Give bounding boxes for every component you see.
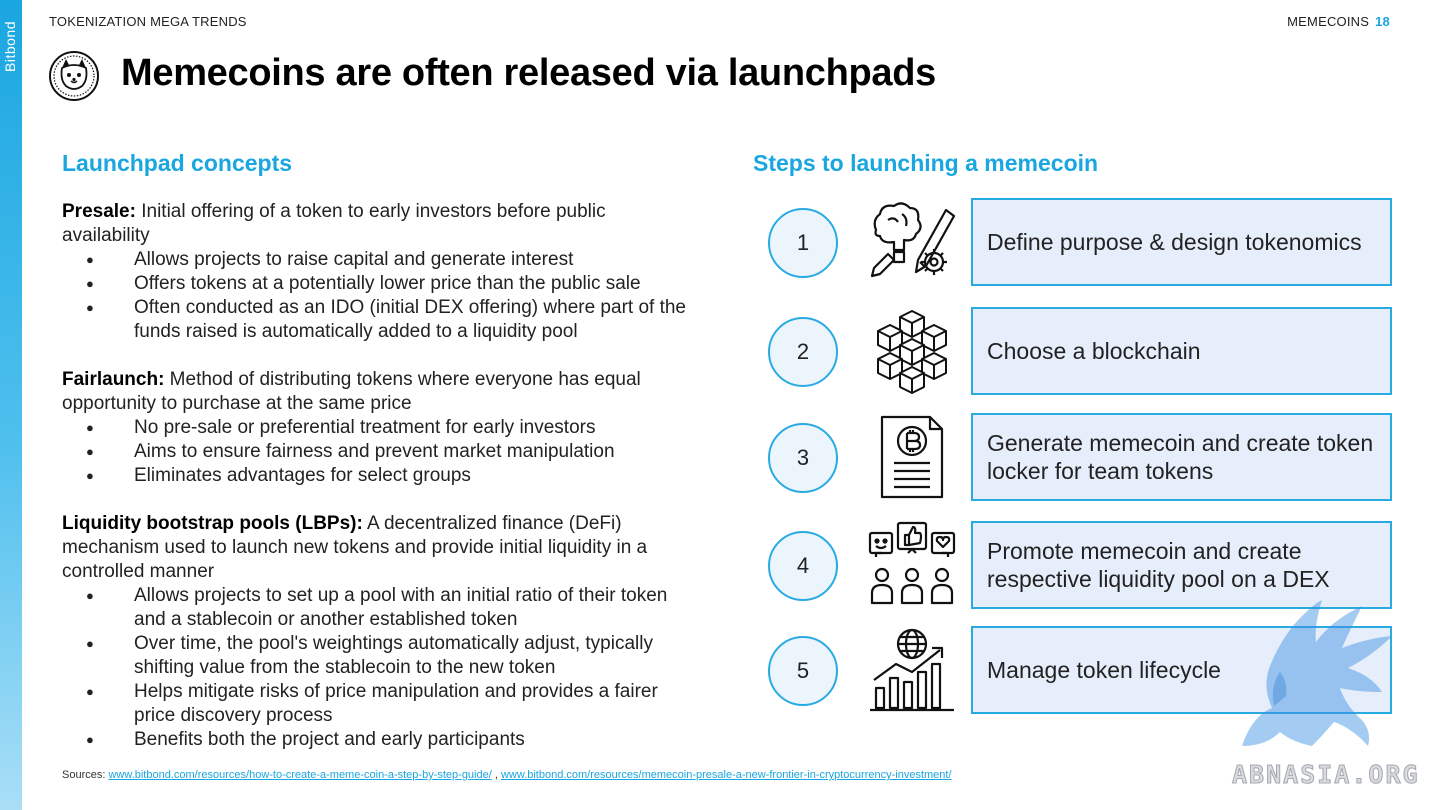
- watermark-text: ABNASIA.ORG: [1232, 760, 1420, 790]
- blockchain-cubes-icon: [877, 310, 947, 394]
- steps-heading: Steps to launching a memecoin: [753, 150, 1099, 176]
- list-item: Often conducted as an IDO (initial DEX o…: [86, 296, 692, 344]
- sources-footnote: Sources: www.bitbond.com/resources/how-t…: [62, 769, 952, 781]
- list-item: Benefits both the project and early part…: [86, 728, 692, 752]
- list-item: Helps mitigate risks of price manipulati…: [86, 680, 692, 728]
- launchpad-concepts-heading: Launchpad concepts: [62, 150, 293, 176]
- step-number-circle: 1: [768, 208, 838, 278]
- globe-growth-chart-icon: [870, 628, 954, 712]
- page-number: 18: [1375, 14, 1390, 29]
- brain-pencil-gear-icon: [870, 202, 956, 278]
- step-5: 5 Manage token lifecycle: [768, 626, 1392, 714]
- bitcoin-document-icon: [880, 415, 944, 499]
- page-title: Memecoins are often released via launchp…: [121, 52, 936, 94]
- presale-term: Presale:: [62, 201, 136, 222]
- lbp-definition: Liquidity bootstrap pools (LBPs): A dece…: [62, 512, 692, 584]
- fairlaunch-definition: Fairlaunch: Method of distributing token…: [62, 368, 692, 416]
- step-label: Promote memecoin and create respective l…: [971, 521, 1392, 609]
- fairlaunch-text: Method of distributing tokens where ever…: [62, 369, 641, 414]
- source-link-2[interactable]: www.bitbond.com/resources/memecoin-presa…: [500, 769, 952, 781]
- list-item: Allows projects to set up a pool with an…: [86, 584, 692, 632]
- brand-logo-text: Bitbond: [2, 21, 18, 72]
- community-feedback-icon: [868, 521, 956, 605]
- fairlaunch-bullets: No pre-sale or preferential treatment fo…: [86, 416, 692, 488]
- list-item: Allows projects to raise capital and gen…: [86, 248, 692, 272]
- brand-sidebar: Bitbond: [0, 0, 22, 810]
- presale-definition: Presale: Initial offering of a token to …: [62, 200, 692, 248]
- step-label: Manage token lifecycle: [971, 626, 1392, 714]
- sources-separator: ,: [491, 769, 501, 781]
- sources-label: Sources:: [62, 769, 109, 781]
- step-label: Choose a blockchain: [971, 307, 1392, 395]
- step-label: Generate memecoin and create token locke…: [971, 413, 1392, 501]
- source-link-1[interactable]: www.bitbond.com/resources/how-to-create-…: [108, 769, 492, 781]
- presale-text: Initial offering of a token to early inv…: [62, 201, 606, 246]
- lbp-term: Liquidity bootstrap pools (LBPs):: [62, 513, 363, 534]
- presale-bullets: Allows projects to raise capital and gen…: [86, 248, 692, 344]
- list-item: Offers tokens at a potentially lower pri…: [86, 272, 692, 296]
- list-item: Aims to ensure fairness and prevent mark…: [86, 440, 692, 464]
- fairlaunch-term: Fairlaunch:: [62, 369, 165, 390]
- list-item: No pre-sale or preferential treatment fo…: [86, 416, 692, 440]
- step-number-circle: 4: [768, 531, 838, 601]
- section-label: TOKENIZATION MEGA TRENDS: [49, 14, 247, 29]
- step-label: Define purpose & design tokenomics: [971, 198, 1392, 286]
- step-2: 2 Choose a blockchain: [768, 307, 1392, 395]
- concepts-body: Presale: Initial offering of a token to …: [62, 200, 692, 752]
- griffin-watermark-icon: [1242, 600, 1392, 746]
- list-item: Eliminates advantages for select groups: [86, 464, 692, 488]
- step-4: 4 Promote memecoin and create respective…: [768, 521, 1392, 609]
- lbp-text: A decentralized finance (DeFi) mechanism…: [62, 513, 648, 582]
- shiba-inu-coin-icon: [49, 51, 99, 101]
- step-1: 1 Define purpose & design tokenomics: [768, 198, 1392, 286]
- topic-label: MEMECOINS: [1287, 14, 1370, 29]
- step-number-circle: 5: [768, 636, 838, 706]
- list-item: Over time, the pool's weightings automat…: [86, 632, 692, 680]
- step-number-circle: 3: [768, 423, 838, 493]
- lbp-bullets: Allows projects to set up a pool with an…: [86, 584, 692, 752]
- page-indicator: MEMECOINS 18: [1287, 14, 1390, 29]
- step-number-circle: 2: [768, 317, 838, 387]
- step-3: 3 Generate memecoin and create token loc…: [768, 413, 1392, 501]
